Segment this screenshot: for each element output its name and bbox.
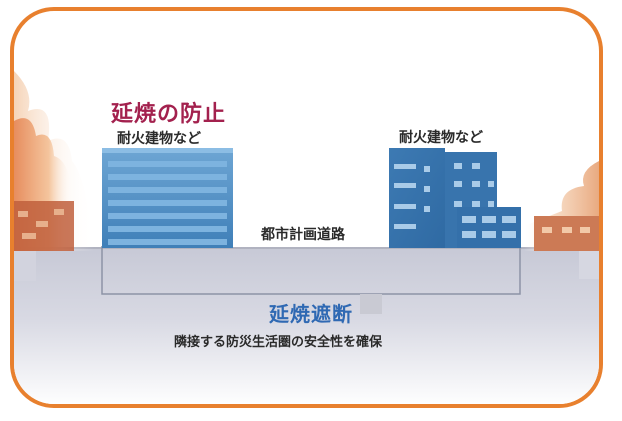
right-fireproof-building	[389, 148, 521, 248]
cutoff-label: 延焼遮断	[269, 302, 353, 326]
safety-caption: 隣接する防災生活圏の安全性を確保	[174, 335, 383, 350]
road-label: 都市計画道路	[261, 227, 345, 243]
right-building-label: 耐火建物など	[399, 130, 483, 146]
cutoff-zone-outline	[101, 246, 521, 295]
diagram-frame: 延焼の防止 耐火建物など 耐火建物など 都市計画道路 延焼遮断 隣接する防災生活…	[10, 7, 603, 408]
left-building-label: 耐火建物など	[117, 131, 201, 147]
left-fire-area	[14, 71, 94, 281]
placeholder-box	[360, 294, 382, 314]
prevention-label: 延焼の防止	[111, 102, 227, 127]
scene-illustration	[14, 71, 599, 404]
ground-band	[14, 247, 599, 404]
left-fireproof-building	[102, 148, 233, 248]
right-fire-area	[524, 161, 599, 279]
